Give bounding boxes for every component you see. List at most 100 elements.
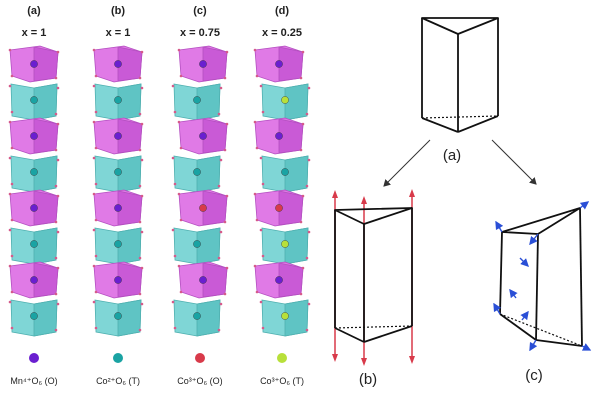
column-d-x: x = 0.25 [262, 27, 302, 39]
legend-swatch-co3-trig [277, 353, 287, 363]
arrow-blue-8 [520, 310, 529, 321]
oxygen-atom [10, 182, 14, 186]
cation-atom [30, 60, 38, 68]
oxygen-atom [10, 146, 14, 150]
oxygen-atom [94, 218, 98, 222]
cation-atom [193, 96, 201, 104]
oxygen-atom [8, 264, 12, 268]
cation-atom [30, 168, 38, 176]
oxygen-atom [94, 290, 98, 294]
oxygen-atom [92, 156, 96, 160]
oxygen-atom [94, 110, 98, 114]
oxygen-atom [253, 192, 257, 196]
oxygen-atom [140, 86, 144, 90]
oxygen-atom [259, 228, 263, 232]
oxygen-atom [301, 194, 305, 198]
oxygen-atom [253, 48, 257, 52]
cation-atom [114, 60, 122, 68]
cation-atom [114, 96, 122, 104]
oxygen-atom [10, 326, 14, 330]
oxygen-atom [177, 264, 181, 268]
oxygen-atom [54, 256, 58, 260]
legend-label-co3-trig: Co³⁺O₆ (T) [260, 376, 304, 386]
oxygen-atom [56, 158, 60, 162]
oxygen-atom [171, 228, 175, 232]
cation-atom [275, 60, 283, 68]
oxygen-atom [307, 158, 311, 162]
oxygen-atom [179, 290, 183, 294]
oxygen-atom [171, 84, 175, 88]
oxygen-atom [8, 300, 12, 304]
legend-label-mn4-oct: Mn⁴⁺O₆ (O) [10, 376, 57, 386]
oxygen-atom [54, 76, 58, 80]
oxygen-atom [10, 74, 14, 78]
oxygen-atom [138, 292, 142, 296]
oxygen-atom [138, 76, 142, 80]
trigonal-prism-face [196, 299, 221, 337]
cation-atom [199, 132, 207, 140]
oxygen-atom [217, 256, 221, 260]
trigonal-prism-face [284, 155, 309, 193]
cation-atom [199, 60, 207, 68]
cation-atom [275, 204, 283, 212]
oxygen-atom [173, 326, 177, 330]
oxygen-atom [217, 112, 221, 116]
polyhedra-chain-b [92, 45, 144, 337]
cation-atom [281, 312, 289, 320]
oxygen-atom [94, 254, 98, 258]
oxygen-atom [259, 300, 263, 304]
oxygen-atom [8, 228, 12, 232]
oxygen-atom [223, 148, 227, 152]
column-c-label: (c) [193, 5, 207, 17]
oxygen-atom [177, 120, 181, 124]
oxygen-atom [10, 290, 14, 294]
oxygen-atom [299, 148, 303, 152]
arrow-blue-7 [529, 339, 538, 352]
legend-swatch-co3-oct [195, 353, 205, 363]
arrow-blue-6 [509, 288, 518, 299]
oxygen-atom [140, 230, 144, 234]
oxygen-atom [261, 110, 265, 114]
oxygen-atom [179, 218, 183, 222]
cation-atom [114, 168, 122, 176]
prism-c: (c) [493, 201, 592, 384]
oxygen-atom [225, 122, 229, 126]
oxygen-atom [259, 156, 263, 160]
oxygen-atom [56, 86, 60, 90]
oxygen-atom [54, 184, 58, 188]
oxygen-atom [138, 184, 142, 188]
oxygen-atom [299, 76, 303, 80]
oxygen-atom [225, 50, 229, 54]
oxygen-atom [140, 158, 144, 162]
trigonal-prism-face [196, 227, 221, 265]
oxygen-atom [171, 300, 175, 304]
polyhedra-chain-a [8, 45, 60, 337]
cation-atom [114, 240, 122, 248]
oxygen-atom [54, 112, 58, 116]
oxygen-atom [219, 230, 223, 234]
trigonal-prism-face [33, 155, 58, 193]
oxygen-atom [179, 74, 183, 78]
oxygen-atom [253, 264, 257, 268]
prism-a: (a) [421, 17, 499, 164]
oxygen-atom [8, 192, 12, 196]
trigonal-prism-face [196, 83, 221, 121]
oxygen-atom [179, 146, 183, 150]
trigonal-prism-face [284, 83, 309, 121]
cation-atom [30, 204, 38, 212]
cation-atom [281, 96, 289, 104]
cation-atom [30, 312, 38, 320]
prism-b-label: (b) [359, 371, 377, 388]
oxygen-atom [8, 84, 12, 88]
polyhedra-chain-c [171, 45, 229, 337]
cation-atom [275, 276, 283, 284]
oxygen-atom [301, 122, 305, 126]
oxygen-atom [259, 84, 263, 88]
oxygen-atom [299, 292, 303, 296]
oxygen-atom [94, 146, 98, 150]
trigonal-prism-face [117, 299, 142, 337]
oxygen-atom [217, 328, 221, 332]
cation-atom [281, 168, 289, 176]
legend-swatch-co2-trig [113, 353, 123, 363]
oxygen-atom [173, 182, 177, 186]
